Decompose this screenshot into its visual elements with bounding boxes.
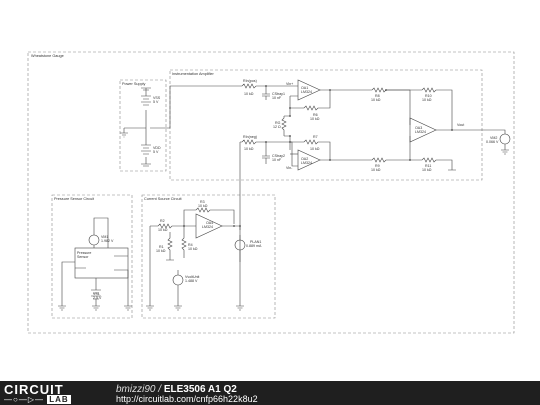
circuit-title: ELE3506 A1 Q2	[163, 384, 237, 395]
r4-name: R4	[188, 243, 193, 247]
power-supply-box-label: Power Supply	[122, 82, 146, 86]
sensor-box-label: Pressure Sensor Circuit	[54, 197, 95, 201]
cstray2-name: CStray2	[272, 154, 285, 158]
footer-bar: CIRCUIT —○—▷— LAB bmizzi90 / ELE3506 A1 …	[0, 381, 540, 405]
vss-value: 5 V	[153, 100, 159, 104]
rg-value: 12 Ω	[273, 125, 281, 129]
title-separator: /	[155, 384, 164, 395]
logo-lab: LAB	[47, 395, 71, 404]
r9-value: 10 kΩ	[371, 168, 381, 172]
schematic-canvas[interactable]: Wheatstone Gauge Power Supply Instrument…	[0, 0, 540, 381]
oa3-name: OA3	[415, 126, 422, 130]
r10-name: R10	[425, 94, 432, 98]
vs1-name: VS1	[93, 292, 100, 296]
circuit-title-line: bmizzi90 / ELE3506 A1 Q2	[116, 384, 237, 395]
plan1-name: PLAN1	[250, 240, 261, 244]
vss-name: VSS	[153, 96, 161, 100]
vsrc-value: 1.488 V	[185, 279, 198, 283]
r1-value: 10 kΩ	[156, 249, 166, 253]
logo-text-bottom: —○—▷— LAB	[4, 395, 71, 404]
r4-value: 10 kΩ	[188, 247, 198, 251]
circuit-url[interactable]: http://circuitlab.com/cnfp66h22k8u2	[116, 394, 258, 404]
r11-name: R11	[425, 164, 431, 168]
vout-label: Vout	[457, 123, 464, 127]
rin-neg-name: RIn(neg)	[243, 135, 257, 139]
oa4-part: LM324	[202, 225, 213, 229]
r8-name: R8	[375, 94, 380, 98]
author-name[interactable]: bmizzi90	[116, 384, 156, 395]
rin-pos-value: 10 kΩ	[244, 92, 254, 96]
cstray1-name: CStray1	[272, 92, 285, 96]
cstray1-value: 10 nF	[272, 96, 282, 100]
rin-neg-value: 10 kΩ	[244, 147, 254, 151]
vs1-value: 2.5 V	[93, 296, 102, 300]
r11-value: 10 kΩ	[422, 168, 432, 172]
sensor-wiring	[58, 217, 132, 311]
wheatstone-box	[27, 51, 515, 334]
r3-name: R3	[200, 200, 205, 204]
r6-value: 10 kΩ	[310, 117, 320, 121]
current-source-wiring	[146, 207, 246, 311]
oa1-name: OA1	[301, 86, 308, 90]
vm1-name: VM1	[101, 235, 108, 239]
vin-plus-label: Vin+	[286, 82, 293, 86]
r3-value: 10 kΩ	[198, 204, 208, 208]
power-supply-wiring	[120, 87, 151, 167]
current-source-box-label: Current Source Circuit	[144, 197, 183, 201]
rg-name: RG	[275, 121, 281, 125]
r7-name: R7	[313, 135, 318, 139]
vm1-value: 1.982 V	[101, 239, 114, 243]
r8-value: 10 kΩ	[371, 98, 381, 102]
oa2-part: LM324	[301, 161, 312, 165]
plan1-value: 0.889 mA	[246, 244, 262, 248]
schematic-svg: Wheatstone Gauge Power Supply Instrument…	[27, 51, 515, 334]
sensor-box	[51, 194, 133, 319]
r10-value: 10 kΩ	[422, 98, 432, 102]
current-source-box	[141, 194, 276, 319]
r7-value: 10 kΩ	[310, 147, 320, 151]
sensor-block-title: Pressure	[77, 251, 91, 255]
r9-name: R9	[375, 164, 380, 168]
r1-name: R1	[159, 245, 164, 249]
r6-name: R6	[313, 113, 318, 117]
wheatstone-box-label: Wheatstone Gauge	[31, 54, 64, 58]
oa4-name: OA4	[206, 221, 213, 225]
oa1-part: LM324	[301, 90, 312, 94]
circuitlab-logo[interactable]: CIRCUIT —○—▷— LAB	[4, 382, 96, 404]
amplifier-wiring	[150, 79, 511, 262]
vdd-value: 5 V	[153, 150, 159, 154]
oa3-part: LM324	[415, 130, 426, 134]
amplifier-box-label: Instrumentation Amplifier	[172, 72, 215, 76]
power-supply-box	[119, 79, 167, 172]
rin-pos-name: RIn(pos)	[243, 79, 257, 83]
vin-minus-label: Vin-	[286, 166, 293, 170]
cstray2-value: 10 nF	[272, 158, 282, 162]
logo-text-top: CIRCUIT	[4, 382, 64, 397]
vm2-value: 0.066 V	[486, 140, 499, 144]
vm2-name: VM2	[490, 136, 497, 140]
r2-value: 10 kΩ	[158, 228, 168, 232]
r2-name: R2	[160, 219, 165, 223]
vsrc-name: VvoltUnit	[185, 275, 199, 279]
amplifier-box	[169, 69, 483, 181]
vdd-name: VDD	[153, 146, 161, 150]
oa2-name: OA2	[301, 157, 308, 161]
sensor-block-sub: Sensor	[77, 255, 89, 259]
